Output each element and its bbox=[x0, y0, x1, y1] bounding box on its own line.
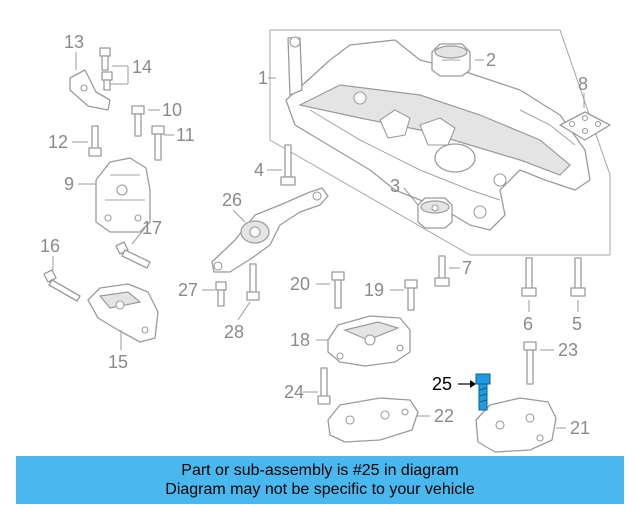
callout-2: 2 bbox=[486, 50, 496, 70]
callout-13: 13 bbox=[64, 32, 84, 52]
bolt-12[interactable] bbox=[88, 125, 102, 157]
callout-10: 10 bbox=[162, 100, 182, 120]
banner-line-1: Part or sub-assembly is #25 in diagram bbox=[181, 462, 459, 479]
callout-5: 5 bbox=[572, 314, 582, 334]
bolt-6[interactable] bbox=[521, 257, 537, 297]
callout-22: 22 bbox=[434, 406, 454, 426]
callout-9: 9 bbox=[64, 174, 74, 194]
bolt-24[interactable] bbox=[317, 367, 331, 405]
callout-15: 15 bbox=[108, 352, 128, 372]
bolt-14[interactable] bbox=[99, 47, 113, 91]
mount-18[interactable] bbox=[327, 315, 411, 367]
callout-7: 7 bbox=[462, 258, 472, 278]
callout-6: 6 bbox=[523, 314, 533, 334]
callout-21: 21 bbox=[570, 418, 590, 438]
callout-1: 1 bbox=[258, 68, 268, 88]
callout-14: 14 bbox=[132, 57, 152, 77]
torque-arm-26[interactable] bbox=[211, 187, 329, 273]
callout-26: 26 bbox=[222, 190, 242, 210]
mount-9[interactable] bbox=[95, 157, 151, 233]
callout-11: 11 bbox=[176, 125, 195, 145]
callout-23: 23 bbox=[558, 340, 578, 360]
banner-line-2: Diagram may not be specific to your vehi… bbox=[165, 481, 475, 498]
parts-diagram: 1 2 3 4 5 6 7 8 9 10 11 12 13 14 15 16 1… bbox=[40, 29, 611, 453]
callout-8: 8 bbox=[578, 74, 588, 94]
bolt-7[interactable] bbox=[434, 255, 450, 287]
callout-20: 20 bbox=[290, 274, 310, 294]
subframe[interactable] bbox=[269, 29, 611, 256]
bolt-10[interactable] bbox=[131, 105, 145, 137]
callout-18: 18 bbox=[290, 330, 310, 350]
bolt-4[interactable] bbox=[280, 144, 296, 186]
bolt-20[interactable] bbox=[331, 271, 345, 309]
bolt-25-highlighted[interactable] bbox=[475, 373, 491, 411]
callout-17: 17 bbox=[142, 218, 162, 238]
bolt-27[interactable] bbox=[215, 281, 227, 307]
bolt-17[interactable] bbox=[115, 241, 151, 269]
callout-24: 24 bbox=[284, 382, 304, 402]
info-banner: Part or sub-assembly is #25 in diagram D… bbox=[16, 456, 624, 504]
callout-28: 28 bbox=[224, 322, 244, 342]
bolt-28[interactable] bbox=[246, 263, 260, 301]
plate-8[interactable] bbox=[559, 93, 611, 141]
bolt-5[interactable] bbox=[570, 257, 586, 297]
bolt-16[interactable] bbox=[43, 269, 81, 302]
bolt-19[interactable] bbox=[404, 279, 418, 311]
bolt-23[interactable] bbox=[523, 341, 537, 385]
callout-16: 16 bbox=[40, 236, 60, 256]
callout-4: 4 bbox=[254, 160, 264, 180]
callout-19: 19 bbox=[364, 280, 384, 300]
callout-25-highlighted: 25 bbox=[432, 374, 452, 394]
bolt-11[interactable] bbox=[151, 125, 165, 161]
bracket-22[interactable] bbox=[327, 397, 419, 443]
callout-3: 3 bbox=[390, 176, 400, 196]
bracket-21[interactable] bbox=[475, 397, 557, 453]
bracket-15[interactable] bbox=[87, 283, 159, 343]
callout-27: 27 bbox=[178, 280, 198, 300]
bushing-3[interactable] bbox=[417, 197, 453, 229]
bracket-13[interactable] bbox=[69, 69, 111, 111]
mount-2[interactable] bbox=[431, 43, 471, 77]
callout-12: 12 bbox=[48, 132, 68, 152]
leader-lines bbox=[52, 52, 579, 429]
